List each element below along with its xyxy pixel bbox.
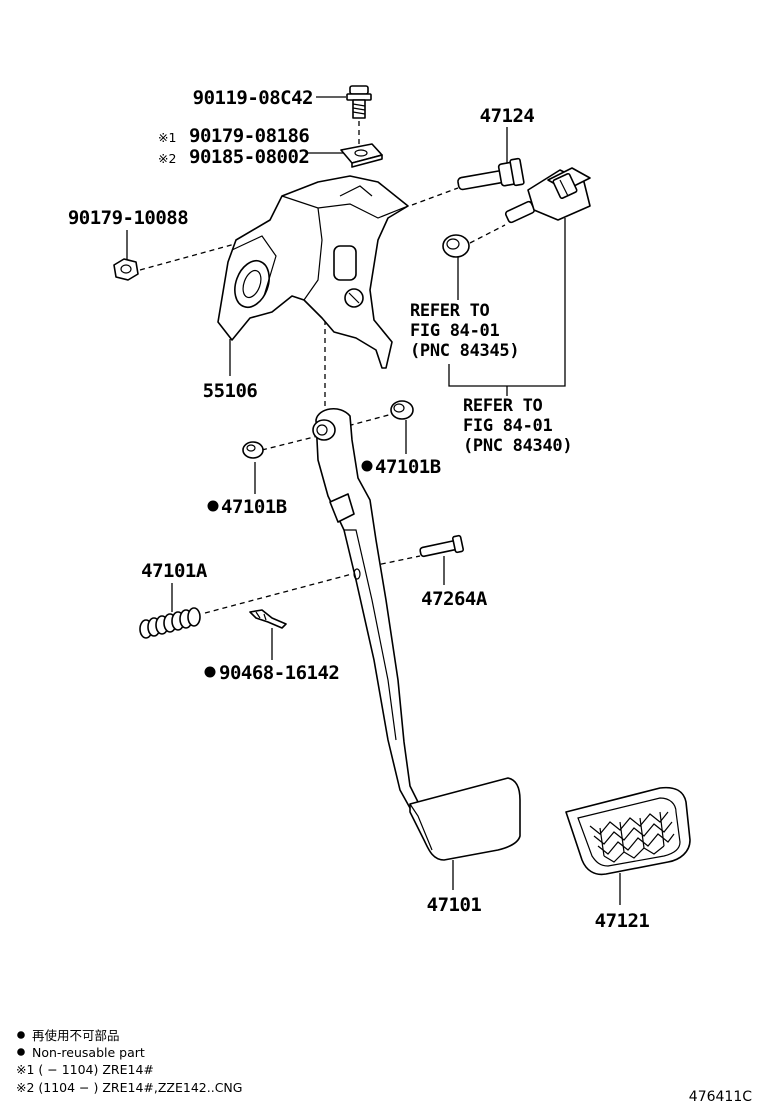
part-label-washer-1[interactable]: 90179-08186: [189, 125, 310, 147]
part-label-pin[interactable]: 47264A: [421, 588, 488, 610]
part-label-pedal-pad[interactable]: 47121: [595, 910, 650, 932]
reference-switch-line-3: (PNC 84345): [410, 341, 519, 361]
part-label-bracket[interactable]: 55106: [203, 380, 258, 402]
spring-drawing: [139, 607, 201, 639]
bracket-bushing-drawing: [442, 234, 470, 258]
shaft-bolt-drawing: [457, 157, 525, 191]
part-label-clip[interactable]: 90468-16142: [219, 662, 340, 684]
non-reusable-dot: [361, 460, 373, 472]
washer-drawing: [340, 143, 383, 168]
reference-switch-line-1: REFER TO: [410, 301, 490, 321]
washer-2-mark: ※2: [158, 151, 176, 166]
reference-sensor-line-1: REFER TO: [463, 396, 543, 416]
part-label-shaft-bolt[interactable]: 47124: [480, 105, 535, 127]
reference-sensor-line-3: (PNC 84340): [463, 436, 572, 456]
part-label-bushing-left[interactable]: 47101B: [221, 496, 287, 518]
clip-drawing: [249, 609, 287, 629]
pad-tread-pattern: [589, 811, 675, 863]
bolt-drawing: [346, 85, 372, 119]
pedal-base-drawing: [409, 777, 521, 861]
nut-drawing: [113, 258, 139, 281]
reference-sensor-line-2: FIG 84-01: [463, 416, 552, 436]
legend-non-reusable-jp: 再使用不可部品: [32, 1028, 120, 1043]
part-label-nut[interactable]: 90179-10088: [68, 207, 189, 229]
bracket-drawing: [217, 175, 409, 369]
switch-drawing: [504, 167, 591, 224]
reference-switch-line-2: FIG 84-01: [410, 321, 499, 341]
pedal-arm-drawing: [312, 408, 421, 809]
legend-note-1: ※1 ( − 1104) ZRE14#: [16, 1062, 154, 1077]
pedal-pad-drawing: [565, 786, 691, 876]
non-reusable-dot: [204, 666, 216, 678]
reference-sensor[interactable]: REFER TO FIG 84-01 (PNC 84340): [463, 396, 573, 456]
figure-code: 476411C: [689, 1089, 752, 1105]
legend-non-reusable-en: Non-reusable part: [32, 1045, 145, 1060]
bushing-left-drawing: [242, 441, 264, 459]
legend-dot: [17, 1031, 25, 1039]
part-label-pedal-arm[interactable]: 47101: [427, 894, 482, 916]
non-reusable-dot: [207, 500, 219, 512]
legend-note-2: ※2 (1104 − ) ZRE14#,ZZE142..CNG: [16, 1080, 242, 1095]
legend: 再使用不可部品 Non-reusable part ※1 ( − 1104) Z…: [16, 1028, 242, 1095]
leader-lines: [126, 96, 621, 905]
legend-dot: [17, 1048, 25, 1056]
pin-drawing: [419, 534, 465, 558]
washer-1-mark: ※1: [158, 130, 176, 145]
part-label-washer-2[interactable]: 90185-08002: [189, 146, 310, 168]
part-label-bushing-right[interactable]: 47101B: [375, 456, 441, 478]
reference-switch[interactable]: REFER TO FIG 84-01 (PNC 84345): [410, 301, 520, 361]
part-label-bolt[interactable]: 90119-08C42: [193, 87, 314, 109]
bushing-right-drawing: [390, 400, 414, 420]
part-label-spring[interactable]: 47101A: [141, 560, 208, 582]
